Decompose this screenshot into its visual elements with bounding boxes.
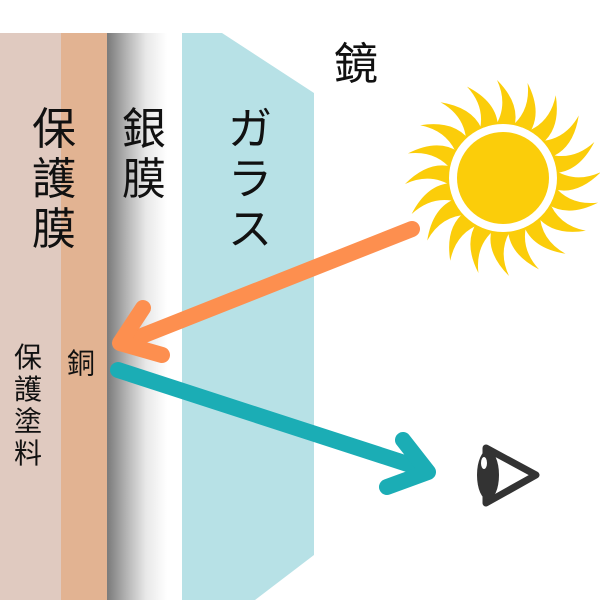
incoming-light-arrow (112, 221, 420, 363)
label-char: 保 (32, 104, 76, 155)
copper-label: 銅 (67, 350, 95, 382)
sun-icon (405, 80, 600, 276)
reflected-light-arrow (110, 362, 436, 495)
protective-paint-label: 保 護 塗 料 (14, 344, 42, 472)
label-char: ラ (228, 154, 272, 205)
label-char: 膜 (32, 204, 76, 255)
eye-icon (477, 444, 540, 507)
label-char: 銅 (67, 347, 96, 380)
protective-paint-layer (0, 33, 61, 600)
label-char: 護 (14, 373, 43, 406)
label-char: ガ (228, 104, 272, 155)
protective-film-label: 保 護 膜 (32, 108, 76, 258)
copper-layer (61, 33, 107, 600)
label-char: ス (228, 204, 272, 255)
label-char: 銀 (122, 104, 166, 155)
mirror-title: 鏡 (334, 39, 378, 90)
label-char: 塗 (14, 405, 43, 438)
label-char: 護 (32, 154, 76, 205)
silver-film-label: 銀 膜 (122, 108, 166, 208)
label-char: 保 (14, 341, 43, 374)
label-char: 膜 (122, 154, 166, 205)
glass-layer (182, 33, 314, 600)
glass-label: ガ ラ ス (228, 108, 272, 258)
label-char: 料 (14, 437, 43, 470)
